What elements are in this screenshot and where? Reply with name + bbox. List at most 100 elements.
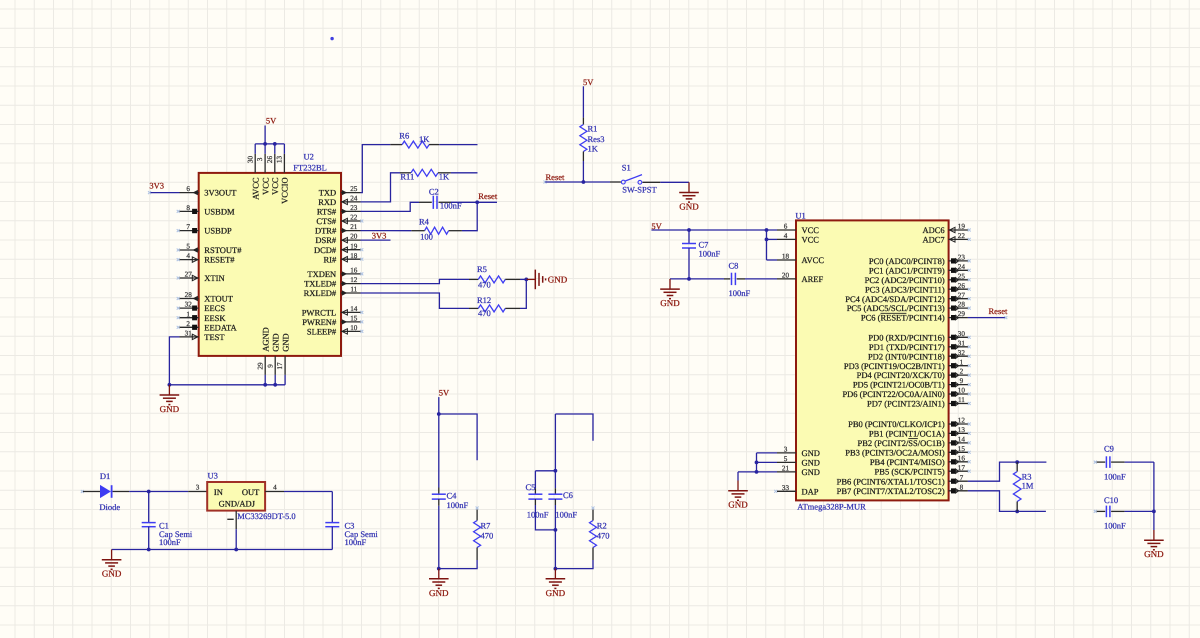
- svg-text:R3: R3: [1022, 472, 1032, 482]
- svg-text:29: 29: [958, 310, 966, 318]
- svg-text:ADC7: ADC7: [922, 235, 944, 245]
- svg-text:3V3: 3V3: [372, 230, 387, 240]
- svg-text:3: 3: [256, 157, 264, 161]
- svg-text:DTR#: DTR#: [315, 226, 337, 236]
- svg-text:C6: C6: [563, 490, 573, 500]
- svg-text:PC1 (ADC1/PCINT9): PC1 (ADC1/PCINT9): [869, 265, 945, 275]
- svg-text:100nF: 100nF: [729, 288, 751, 298]
- svg-text:5V: 5V: [266, 116, 277, 126]
- svg-text:PD5 (PCINT21/OC0B/T1): PD5 (PCINT21/OC0B/T1): [853, 380, 945, 390]
- svg-text:31: 31: [185, 330, 193, 338]
- svg-text:USBDP: USBDP: [204, 226, 232, 236]
- svg-text:20: 20: [350, 233, 358, 241]
- svg-text:100nF: 100nF: [1104, 472, 1126, 482]
- svg-text:AVCC: AVCC: [250, 177, 260, 200]
- svg-text:26: 26: [958, 282, 966, 290]
- svg-text:23: 23: [958, 254, 966, 262]
- svg-text:5V: 5V: [651, 221, 662, 231]
- svg-text:5: 5: [186, 243, 190, 251]
- svg-text:32: 32: [185, 301, 193, 309]
- svg-text:4: 4: [273, 483, 277, 491]
- svg-text:Reset: Reset: [546, 172, 566, 182]
- svg-text:PC3 (ADC3/PCINT11): PC3 (ADC3/PCINT11): [865, 284, 945, 294]
- svg-text:PWREN#: PWREN#: [302, 317, 337, 327]
- svg-text:GND: GND: [546, 588, 566, 598]
- svg-text:GND: GND: [429, 588, 449, 598]
- svg-text:GND: GND: [802, 458, 820, 468]
- svg-text:C5: C5: [526, 482, 536, 492]
- svg-text:C1: C1: [159, 521, 169, 531]
- svg-text:VCC: VCC: [802, 225, 820, 235]
- svg-text:GND: GND: [1144, 549, 1164, 559]
- svg-text:30: 30: [246, 156, 254, 164]
- svg-text:4: 4: [186, 252, 190, 260]
- svg-text:Cap Semi: Cap Semi: [345, 529, 379, 539]
- svg-text:27: 27: [185, 271, 193, 279]
- svg-text:14: 14: [350, 305, 358, 313]
- svg-text:PC5 (ADC5/SCL/PCINT13): PC5 (ADC5/SCL/PCINT13): [847, 303, 945, 313]
- svg-text:100nF: 100nF: [345, 537, 367, 547]
- svg-text:GND/ADJ: GND/ADJ: [219, 499, 256, 509]
- svg-text:5V: 5V: [439, 387, 450, 397]
- svg-text:TEST: TEST: [204, 332, 225, 342]
- svg-text:PD6 (PCINT22/OC0A/AIN0): PD6 (PCINT22/OC0A/AIN0): [842, 389, 944, 399]
- svg-text:IN: IN: [214, 487, 223, 497]
- svg-text:1K: 1K: [439, 172, 450, 182]
- svg-text:R12: R12: [477, 295, 491, 305]
- svg-text:PB0 (PCINT0/CLKO/ICP1): PB0 (PCINT0/CLKO/ICP1): [848, 419, 945, 429]
- svg-text:TXDEN: TXDEN: [307, 269, 336, 279]
- svg-text:VCC: VCC: [260, 177, 270, 195]
- svg-text:23: 23: [350, 204, 358, 212]
- svg-text:18: 18: [782, 253, 790, 261]
- svg-text:11: 11: [350, 286, 357, 294]
- svg-text:R6: R6: [399, 131, 409, 141]
- svg-text:15: 15: [350, 315, 358, 323]
- svg-text:32: 32: [958, 349, 966, 357]
- svg-text:33: 33: [782, 484, 790, 492]
- svg-text:Cap Semi: Cap Semi: [159, 529, 193, 539]
- svg-text:R1: R1: [588, 124, 598, 134]
- svg-text:PD0 (RXD/PCINT16): PD0 (RXD/PCINT16): [868, 332, 944, 342]
- svg-text:PB6 (PCINT6/XTAL1/TOSC1): PB6 (PCINT6/XTAL1/TOSC1): [837, 476, 945, 486]
- svg-text:PD1 (TXD/PCINT17): PD1 (TXD/PCINT17): [869, 342, 945, 352]
- svg-text:CTS#: CTS#: [316, 216, 337, 226]
- svg-text:GND: GND: [280, 333, 290, 351]
- svg-text:FT232BL: FT232BL: [293, 163, 327, 173]
- svg-text:100nF: 100nF: [447, 500, 469, 510]
- svg-text:30: 30: [958, 330, 966, 338]
- svg-text:10: 10: [350, 324, 358, 332]
- svg-text:U3: U3: [208, 470, 218, 480]
- svg-text:PWRCTL: PWRCTL: [302, 308, 336, 318]
- svg-text:C8: C8: [729, 261, 739, 271]
- svg-text:TXLED#: TXLED#: [304, 279, 337, 289]
- svg-text:R7: R7: [481, 521, 491, 531]
- svg-text:GND: GND: [679, 202, 699, 212]
- svg-text:USBDM: USBDM: [204, 207, 235, 217]
- svg-text:4: 4: [784, 232, 788, 240]
- svg-text:24: 24: [958, 263, 966, 271]
- svg-text:10: 10: [958, 387, 966, 395]
- svg-text:DSR#: DSR#: [315, 235, 337, 245]
- svg-text:RXD: RXD: [318, 197, 336, 207]
- svg-text:31: 31: [958, 339, 966, 347]
- svg-text:6: 6: [186, 185, 190, 193]
- svg-text:GND: GND: [728, 500, 748, 510]
- svg-text:XTIN: XTIN: [204, 273, 224, 283]
- svg-text:EESK: EESK: [204, 313, 226, 323]
- svg-text:16: 16: [958, 454, 966, 462]
- svg-text:8: 8: [186, 204, 190, 212]
- svg-text:470: 470: [597, 530, 610, 540]
- svg-text:PB4 (PCINT4/MISO): PB4 (PCINT4/MISO): [870, 457, 945, 467]
- svg-text:100: 100: [420, 231, 433, 241]
- svg-text:470: 470: [478, 308, 491, 318]
- svg-text:7: 7: [186, 223, 190, 231]
- svg-text:D1: D1: [100, 471, 110, 481]
- svg-text:Diode: Diode: [99, 502, 120, 512]
- svg-text:27: 27: [958, 291, 966, 299]
- svg-text:100nF: 100nF: [159, 537, 181, 547]
- svg-text:AVCC: AVCC: [802, 255, 825, 265]
- svg-text:1K: 1K: [419, 134, 430, 144]
- svg-text:100nF: 100nF: [699, 249, 721, 259]
- svg-text:XTOUT: XTOUT: [204, 294, 233, 304]
- svg-text:SLEEP#: SLEEP#: [307, 327, 337, 337]
